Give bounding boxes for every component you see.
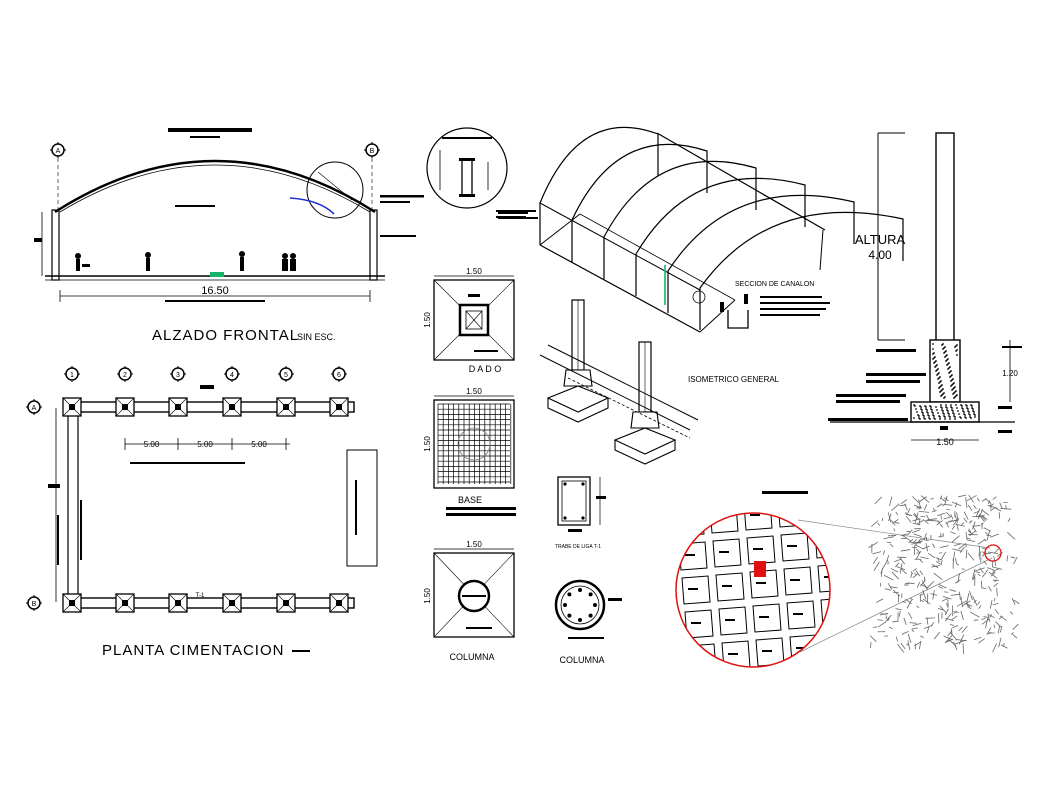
span-dimension: 5.00 [144, 440, 160, 449]
column-axis-bubble: 6 [331, 366, 347, 382]
trabe-title: TRABE DE LIGA T-1 [555, 544, 601, 550]
arch-roof [54, 159, 376, 214]
city-street-network [868, 494, 1020, 655]
plan-dimensions: 5.00 5.00 5.00 [124, 438, 287, 450]
isometrico-title: ISOMETRICO GENERAL [688, 375, 780, 384]
isometric-structure: SECCION DE CANALON ISOMETRICO GENERAL [498, 126, 904, 465]
alzado-scale: SIN ESC. [297, 332, 336, 342]
base-height-dim: 1.50 [423, 436, 432, 452]
column-axes: 1 2 3 4 5 6A B [26, 366, 347, 611]
beam-label: T-1 [196, 593, 205, 599]
column-axis-bubble: 4 [224, 366, 240, 382]
dado-width-dim: 1.50 [466, 267, 482, 276]
span-dimension: 16.50 [201, 285, 229, 297]
arch-frame [539, 126, 659, 245]
footing [222, 397, 242, 417]
base-width-dim: 1.50 [466, 387, 482, 396]
columna-section-detail: COLUMNA [554, 579, 622, 665]
zoom-circle [675, 512, 831, 668]
axis-bubble-a: A [50, 142, 66, 158]
dado-title: D A D O [469, 364, 502, 374]
column-axis-bubble: 1 [64, 366, 80, 382]
pedestal [613, 341, 677, 465]
footing [168, 397, 188, 417]
altura-value: 4.00 [868, 248, 892, 262]
dado-height-dim: 1.50 [423, 312, 432, 328]
axis-bubble-b: B [364, 142, 380, 158]
base-detail: 1.50 1.50 BASE [423, 387, 516, 516]
column-axis-bubble: 3 [170, 366, 186, 382]
columna-plan-height-dim: 1.50 [423, 588, 432, 604]
row-axis-bubble: A [26, 399, 42, 415]
alzado-title: ALZADO FRONTAL [152, 327, 299, 344]
footing [329, 593, 349, 613]
axis-label: 3 [176, 372, 180, 379]
canalon-label: SECCION DE CANALON [735, 281, 814, 288]
concrete-hatch [932, 343, 958, 399]
pedestal [546, 299, 610, 423]
alzado-frontal-view: A B [34, 128, 424, 344]
footing [276, 593, 296, 613]
footing [276, 397, 296, 417]
axis-label: 4 [230, 372, 234, 379]
altura-label: ALTURA [855, 232, 906, 247]
rebar-ring [563, 588, 597, 622]
footing [329, 397, 349, 417]
street-blocks [676, 513, 830, 667]
axis-label: A [56, 148, 61, 155]
base-width-value: 1.50 [936, 437, 954, 447]
arch-frame [635, 177, 806, 296]
axis-label: 2 [123, 372, 127, 379]
span-dimension: 5.00 [197, 440, 213, 449]
concrete-hatch [913, 404, 976, 420]
people-figures [75, 251, 296, 271]
columna-section-title: COLUMNA [559, 655, 604, 665]
location-circle [984, 544, 1002, 562]
arch-frame [667, 194, 855, 313]
arch-frame [699, 211, 904, 330]
axis-label: 1 [70, 372, 74, 379]
axis-label: 5 [284, 372, 288, 379]
dado-detail: 1.50 1.50 D A D O [423, 267, 515, 374]
footing [115, 593, 135, 613]
footing [62, 397, 82, 417]
pedestal-footings [546, 299, 677, 465]
footing-grid [62, 397, 349, 613]
columna-plan-detail: 1.50 1.50 COLUMNA [423, 540, 515, 662]
axis-label: 6 [337, 372, 341, 379]
column-axis-bubble: 2 [117, 366, 133, 382]
footing [115, 397, 135, 417]
arch-frame [603, 160, 757, 279]
span-dimension: 5.00 [251, 440, 267, 449]
axis-label: A [32, 405, 37, 412]
columna-plan-title: COLUMNA [449, 652, 494, 662]
axis-label: B [32, 601, 37, 608]
trabe-section: TRABE DE LIGA T-1 [555, 476, 606, 550]
footing [62, 593, 82, 613]
footing [168, 593, 188, 613]
base-height-value: 1.20 [1002, 369, 1018, 378]
location-map [675, 491, 1020, 668]
rebar-mesh [437, 403, 512, 484]
axis-label: B [370, 148, 375, 155]
columna-plan-width-dim: 1.50 [466, 540, 482, 549]
column-elevation: ALTURA 4.00 1.20 1.50 [828, 132, 1022, 447]
connection-detail-circle [426, 127, 536, 218]
footing [222, 593, 242, 613]
planta-cimentacion-view: 1 2 3 4 5 6A B T-1 5.00 5.00 5.00 PLANTA CIMENTA… [26, 366, 378, 659]
planta-title: PLANTA CIMENTACION [102, 642, 284, 659]
base-title: BASE [458, 495, 482, 505]
column-axis-bubble: 5 [278, 366, 294, 382]
arch-frames [539, 126, 904, 330]
arch-frame [571, 143, 708, 262]
site-marker [754, 561, 766, 577]
row-axis-bubble: B [26, 595, 42, 611]
